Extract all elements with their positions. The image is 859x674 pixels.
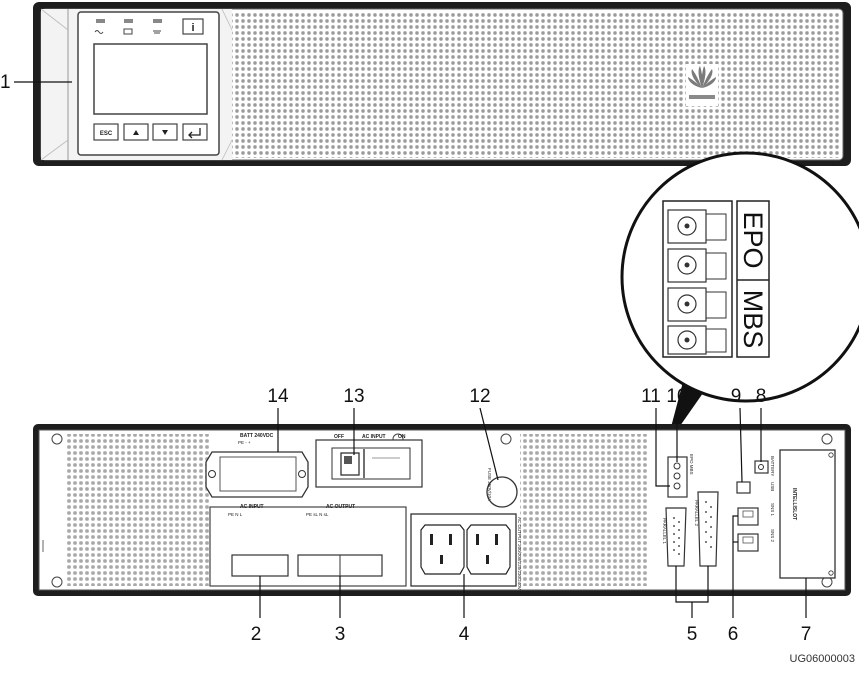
enter-button[interactable] [182,123,208,141]
brand-logo [686,64,718,106]
input-breaker-panel: OFF AC INPUT ON [315,434,423,488]
usb-label: USB [770,482,775,491]
socket-2 [466,524,511,575]
comm-ports: BATTERY USB SNS 1 SNS 2 [736,456,775,552]
parallel-ports: PARALLEL 1 PARALLEL 2 [662,491,719,567]
breaker-input-label: AC INPUT [362,434,386,440]
figure-code: UG06000003 [790,653,855,665]
callout-2: 2 [251,624,262,645]
ac-terminal-plate: AC INPUT PE N L AC OUTPUT PE sL N sL [209,504,407,587]
up-arrow-icon [133,130,139,135]
sns2-label: SNS 2 [770,529,775,543]
callout-13: 13 [343,386,364,407]
ac-output-terms-label: PE sL N sL [306,512,329,517]
status-indicators: i [94,18,204,35]
front-vent-grille [232,12,840,158]
parallel-port-2 [697,491,719,567]
breaker-on-label: ON [398,434,406,440]
callout-1: 1 [0,72,11,93]
usb-port [736,481,751,494]
callout-8: 8 [756,386,767,407]
epo-mbs-label: EPO MBS [689,454,694,475]
intellislot-label: INTELLISLOT [791,488,797,520]
intellislot: INTELLISLOT [779,449,836,579]
epo-label: EPO [738,211,768,268]
fuse-holder [486,476,518,508]
ac-input-terminal [231,554,289,577]
parallel-2-label: PARALLEL 2 [694,500,699,527]
callout-10: 10 [666,386,687,407]
ac-output-sockets: AC OUTPUT 200/208/220/230/240V [410,513,522,590]
ac-output-label: AC OUTPUT [326,504,355,510]
callout-3: 3 [335,624,346,645]
corner-screws [51,433,833,588]
callout-14: 14 [267,386,289,407]
batt-terms-label: PE - + [238,440,251,445]
parallel-1-label: PARALLEL 1 [662,518,667,545]
rear-vent-right [520,434,648,586]
rear-unit: BATT 240VDC PE - + AC INPUT PE N L AC OU… [33,424,851,596]
battery-mode-icon [153,30,161,34]
ac-output-side-label: AC OUTPUT 200/208/220/230/240V [517,517,522,590]
ac-input-terms-label: PE N L [228,512,243,517]
callout-5: 5 [687,624,698,645]
callout-12: 12 [469,386,490,407]
bypass-mode-icon [123,28,133,35]
rear-vent-left [66,434,210,586]
label-plate-zoomed [736,200,770,358]
callout-9: 9 [731,386,742,407]
batt-terminal-block: BATT 240VDC PE - + [205,433,309,498]
socket-1 [420,524,465,575]
battery-label: BATTERY [770,456,775,476]
esc-label: ESC [100,131,113,137]
enter-icon [188,128,201,139]
info-icon: i [191,22,194,34]
esc-button[interactable] [93,123,119,141]
callouts: 14 13 12 11 10 9 8 2 3 4 5 6 [251,386,812,645]
lcd-screen [93,43,208,115]
ac-input-label: AC INPUT [240,504,264,510]
breaker-off-label: OFF [334,434,344,440]
terminal-screws [667,209,727,355]
down-arrow-icon [162,130,168,135]
callout-4: 4 [459,624,470,645]
mbs-label: MBS [738,290,768,349]
callout-7: 7 [801,624,812,645]
sns1-label: SNS 1 [770,503,775,517]
fuse-label: FUSE 250V/10A [487,468,492,501]
epo-mbs-connector: EPO MBS [667,454,694,498]
parallel-port-1 [665,507,687,567]
callout-6: 6 [728,624,739,645]
callout-11: 11 [641,386,661,407]
ac-mode-icon [94,30,104,34]
front-unit: i ESC [33,2,851,166]
batt-label: BATT 240VDC [240,433,274,439]
info-button[interactable] [182,18,204,35]
